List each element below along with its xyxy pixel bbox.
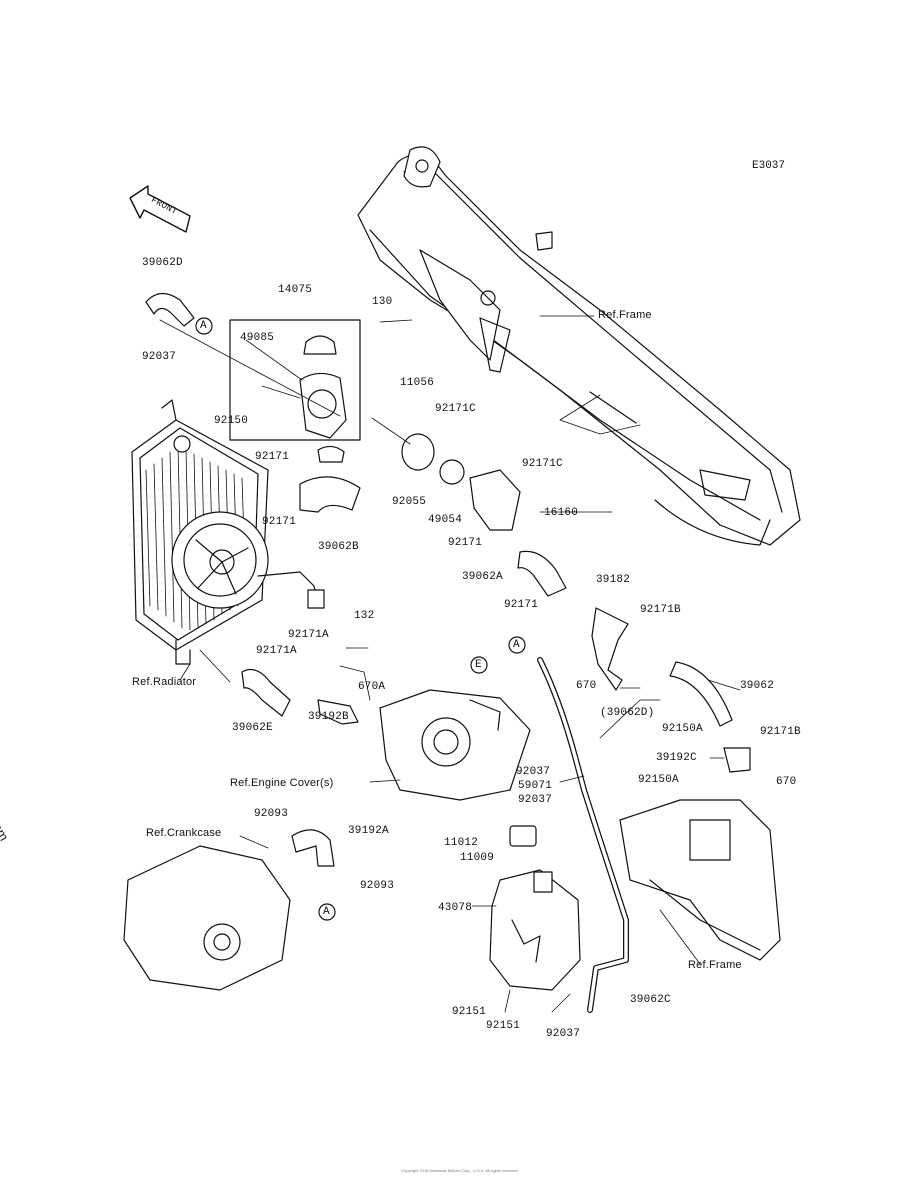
part-92037-d: 92037 [546,1028,581,1040]
part-670-a: 670 [576,680,597,692]
hose-39062A [517,550,567,597]
callout-a-bottom: A [323,906,330,918]
part-11012: 11012 [444,837,479,849]
part-14075: 14075 [278,284,313,296]
frame-top-drawing [357,146,801,546]
part-92150A-a: 92150A [662,723,703,735]
part-92151-b: 92151 [486,1020,521,1032]
callout-a-top: A [200,320,207,332]
pipe-39192B [317,699,359,725]
diagram-code: E3037 [752,160,786,172]
part-92037-a: 92037 [142,351,177,363]
callout-a-bottom-circle [318,903,336,921]
reservoir-tank-drawing [489,825,581,991]
ref-frame-bottom: Ref.Frame [688,959,742,971]
part-132: 132 [354,610,375,622]
callout-a-mid-circle [508,636,526,654]
part-39192C: 39192C [656,752,697,764]
callout-e-circle [470,656,488,674]
ref-crankcase: Ref.Crankcase [146,827,222,839]
part-92171C-b: 92171C [522,458,563,470]
leader-lines [159,315,741,1013]
o-ring-92055 [401,433,435,471]
part-92037-b: 92037 [516,766,551,778]
part-92093-b: 92093 [360,880,395,892]
hose-39062D [145,292,195,327]
ref-frame-top: Ref.Frame [598,309,652,321]
engine-cover-drawing [379,689,531,801]
hose-39062B [299,476,361,513]
part-39062B: 39062B [318,541,359,553]
part-92171A-b: 92171A [256,645,297,657]
pipe-39182 [591,607,629,691]
crankcase-drawing [123,829,335,991]
part-92151-a: 92151 [452,1006,487,1018]
part-92055: 92055 [392,496,427,508]
part-92171-a: 92171 [255,451,290,463]
joint-39192C [723,747,751,773]
radiator-drawing [131,399,325,665]
part-59071: 59071 [518,780,553,792]
part-92171B-b: 92171B [760,726,801,738]
ref-radiator: Ref.Radiator [132,676,197,688]
front-arrow-icon [129,185,191,233]
thermostat-49054 [439,459,465,485]
part-39062D: 39062D [142,257,183,269]
filler-neck-assembly [229,319,361,463]
part-39062: 39062 [740,680,775,692]
part-43078: 43078 [438,902,473,914]
callout-e: E [475,659,482,671]
part-39192A: 39192A [348,825,389,837]
thermostat-housing-16160 [469,469,521,531]
part-92037-c: 92037 [518,794,553,806]
part-39062C: 39062C [630,994,671,1006]
part-49054: 49054 [428,514,463,526]
part-130: 130 [372,296,393,308]
part-39182: 39182 [596,574,631,586]
callout-a-mid: A [513,639,520,651]
ref-engine-cover: Ref.Engine Cover(s) [230,777,334,789]
part-92150A-b: 92150A [638,774,679,786]
hose-39062E [241,669,291,717]
part-39192B: 39192B [308,711,349,723]
part-11009: 11009 [460,852,495,864]
part-49085: 49085 [240,332,275,344]
part-39062E: 39062E [232,722,273,734]
part-92150: 92150 [214,415,249,427]
part-92171C-a: 92171C [435,403,476,415]
part-92171-b: 92171 [262,516,297,528]
hose-39062 [669,661,733,727]
part-92171-c: 92171 [448,537,483,549]
part-92171-d: 92171 [504,599,539,611]
part-92093-a: 92093 [254,808,289,820]
part-11056: 11056 [400,377,435,389]
part-92171B-a: 92171B [640,604,681,616]
part-92171A-a: 92171A [288,629,329,641]
part-39062A: 39062A [462,571,503,583]
part-39062D-paren: (39062D) [600,707,655,719]
frame-bottom-drawing [619,799,781,961]
part-670A: 670A [358,681,386,693]
copyright-line: Copyright 2016 Kawasaki Motors Corp., U.… [401,1168,519,1173]
part-16160: 16160 [544,507,579,519]
callout-a-top-circle [195,317,213,335]
part-670-b: 670 [776,776,797,788]
